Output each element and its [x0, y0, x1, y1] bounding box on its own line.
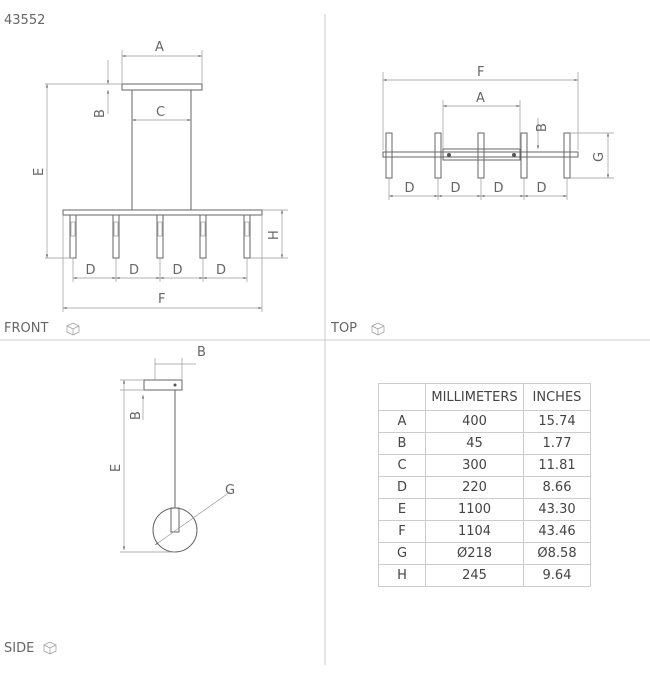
dim-label-a: A — [155, 40, 164, 55]
pendant-rod — [477, 132, 485, 179]
top-dim-label-g: G — [592, 152, 607, 162]
cube-icon — [43, 641, 57, 655]
table-cell-key: G — [378, 542, 426, 565]
dim-label-c: C — [156, 105, 165, 120]
table-cell-in: 11.81 — [523, 454, 591, 477]
table-cell-key: B — [378, 432, 426, 455]
table-cell-mm: 400 — [425, 410, 524, 433]
side-dim-label-e: E — [109, 464, 124, 472]
table-header: MILLIMETERS — [425, 383, 524, 411]
pendant-rod — [385, 132, 393, 179]
dim-label-e: E — [32, 168, 47, 176]
dim-label-d: D — [86, 263, 96, 278]
pendant-lamp — [243, 214, 251, 259]
table-cell-in: 1.77 — [523, 432, 591, 455]
cube-icon — [371, 322, 385, 336]
table-cell-in: 43.46 — [523, 520, 591, 543]
side-dim-label-b2: B — [129, 411, 144, 420]
side-dim-label-b: B — [197, 345, 206, 360]
table-cell-key: H — [378, 564, 426, 587]
pendant-lamp — [156, 214, 164, 259]
table-cell-mm: 1104 — [425, 520, 524, 543]
pendant-rod — [520, 132, 528, 179]
table-cell-key: A — [378, 410, 426, 433]
table-cell-mm: 300 — [425, 454, 524, 477]
table-header — [378, 383, 426, 411]
table-cell-in: Ø8.58 — [523, 542, 591, 565]
top-dim-label-f: F — [477, 65, 484, 80]
dim-label-h: H — [267, 230, 282, 240]
front-view: A B C E H D D D D F — [32, 40, 288, 312]
pendant-lamp — [112, 214, 120, 259]
dim-label-f: F — [158, 292, 165, 307]
top-view: F A B G D D D D — [382, 65, 614, 200]
view-label-front: FRONT — [4, 321, 48, 336]
table-cell-mm: 245 — [425, 564, 524, 587]
table-cell-mm: 220 — [425, 476, 524, 499]
table-cell-in: 9.64 — [523, 564, 591, 587]
table-cell-mm: 45 — [425, 432, 524, 455]
table-cell-in: 43.30 — [523, 498, 591, 521]
top-dim-label-d: D — [494, 181, 504, 196]
top-dim-label-d: D — [451, 181, 461, 196]
table-cell-in: 8.66 — [523, 476, 591, 499]
table-cell-key: E — [378, 498, 426, 521]
dim-label-d: D — [173, 263, 183, 278]
pendant-rod — [563, 132, 571, 179]
pendant-rod — [434, 132, 442, 179]
top-dim-label-b: B — [535, 123, 550, 132]
product-code: 43552 — [4, 13, 45, 28]
table-cell-key: F — [378, 520, 426, 543]
dim-label-b: B — [93, 109, 108, 118]
table-cell-key: C — [378, 454, 426, 477]
pendant-lamp — [69, 214, 77, 259]
top-dim-label-a: A — [476, 91, 485, 106]
cube-icon — [66, 322, 80, 336]
side-dim-label-g: G — [225, 483, 235, 498]
view-label-top: TOP — [330, 321, 357, 336]
pendant-lamp — [199, 214, 207, 259]
table-header-row: MILLIMETERS INCHES — [378, 383, 591, 411]
side-view: B B E G — [109, 345, 235, 553]
dim-label-d: D — [129, 263, 139, 278]
top-dim-label-d: D — [537, 181, 547, 196]
table-header: INCHES — [523, 383, 591, 411]
table-cell-in: 15.74 — [523, 410, 591, 433]
dim-label-d: D — [216, 263, 226, 278]
view-label-side: SIDE — [4, 641, 34, 656]
table-cell-mm: 1100 — [425, 498, 524, 521]
table-cell-mm: Ø218 — [425, 542, 524, 565]
top-dim-label-d: D — [405, 181, 415, 196]
table-cell-key: D — [378, 476, 426, 499]
